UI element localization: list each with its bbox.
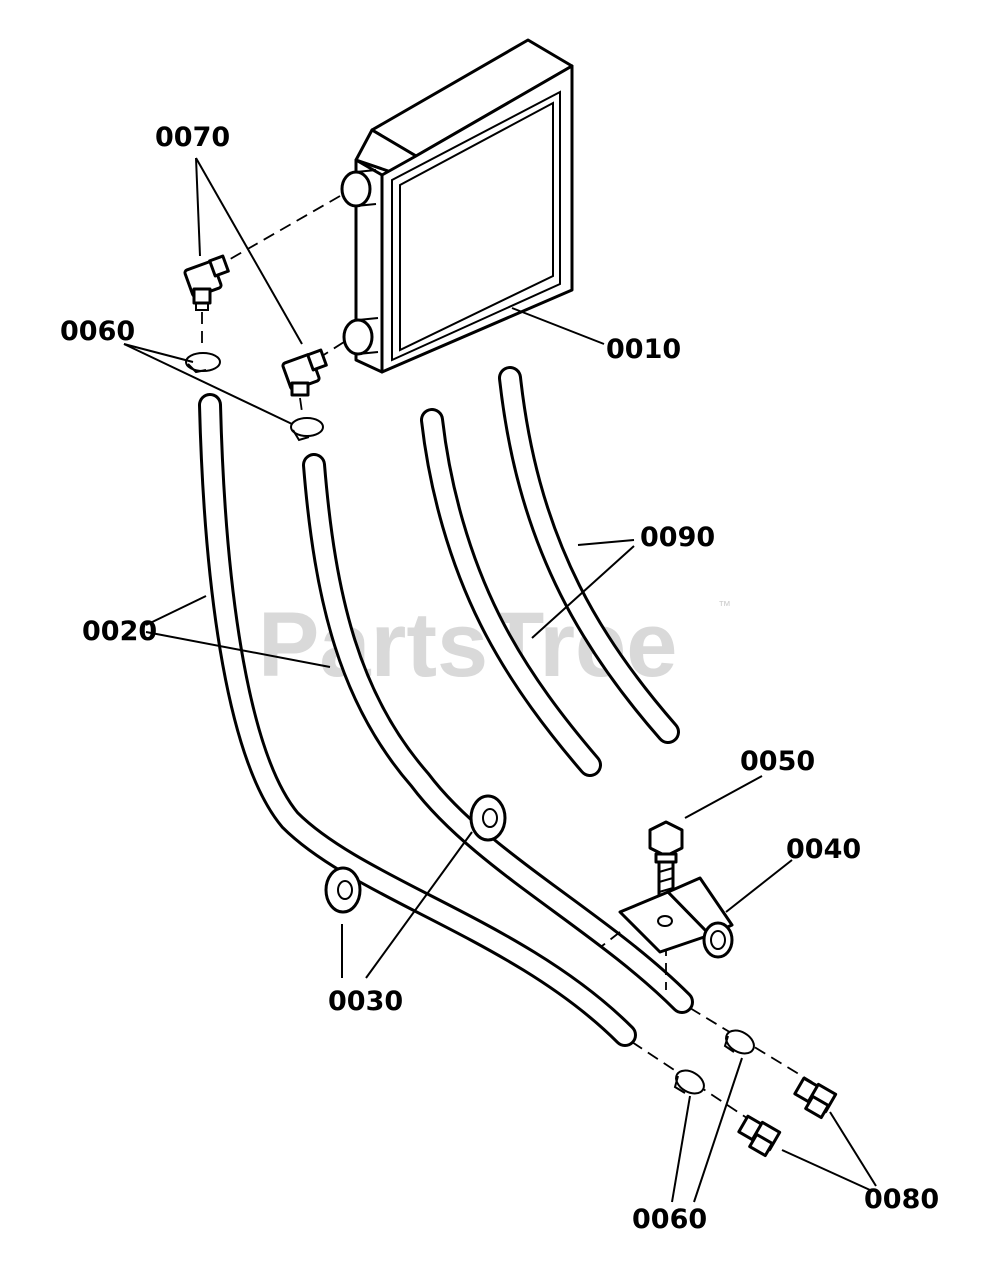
assembly-line-hose-left-end [631, 1041, 757, 1125]
assembly-line-upper [224, 195, 341, 263]
part-0060-clamp-lower-2[interactable] [672, 1066, 708, 1098]
callout-0010: 0010 [606, 334, 681, 365]
assembly-line-hose-right-end [689, 1007, 813, 1083]
callout-0040: 0040 [786, 834, 861, 865]
part-0070-elbow-lower[interactable] [281, 348, 328, 397]
callout-0090: 0090 [640, 522, 715, 553]
part-0040-bracket[interactable] [618, 876, 734, 959]
callout-0030: 0030 [328, 986, 403, 1017]
assembly-line-clamp-lower [299, 397, 303, 413]
callout-0060-bottom: 0060 [632, 1204, 707, 1235]
part-0090-hose-right[interactable] [498, 366, 680, 744]
part-0030-grommet-left[interactable] [324, 866, 362, 914]
callout-labels: 0010 0070 0060 0020 0090 0050 0040 0030 … [60, 122, 939, 1235]
part-0020-hose-left[interactable] [198, 393, 637, 1047]
callout-0050: 0050 [740, 746, 815, 777]
assembly-line-bracket [601, 931, 621, 947]
assembly-line-lower [321, 341, 345, 357]
part-0030-grommet-right[interactable] [469, 794, 507, 842]
part-0060-clamp-upper-1[interactable] [185, 352, 221, 374]
part-0060-clamp-lower-1[interactable] [722, 1026, 758, 1058]
leader-lines [123, 157, 877, 1203]
part-0020-hose-right[interactable] [302, 453, 694, 1014]
part-0010-cooler[interactable] [340, 38, 574, 374]
callout-0020: 0020 [82, 616, 157, 647]
callout-0060-top: 0060 [60, 316, 135, 347]
part-0080-fitting-upper[interactable] [793, 1076, 838, 1120]
trademark-symbol: ™ [718, 598, 731, 613]
part-0080-fitting-lower[interactable] [737, 1114, 782, 1158]
part-0060-clamp-upper-2[interactable] [290, 417, 324, 442]
callout-0070: 0070 [155, 122, 230, 153]
callout-0080: 0080 [864, 1184, 939, 1215]
part-0090-hose-left[interactable] [420, 408, 602, 777]
part-0070-elbow-upper[interactable] [183, 254, 230, 311]
